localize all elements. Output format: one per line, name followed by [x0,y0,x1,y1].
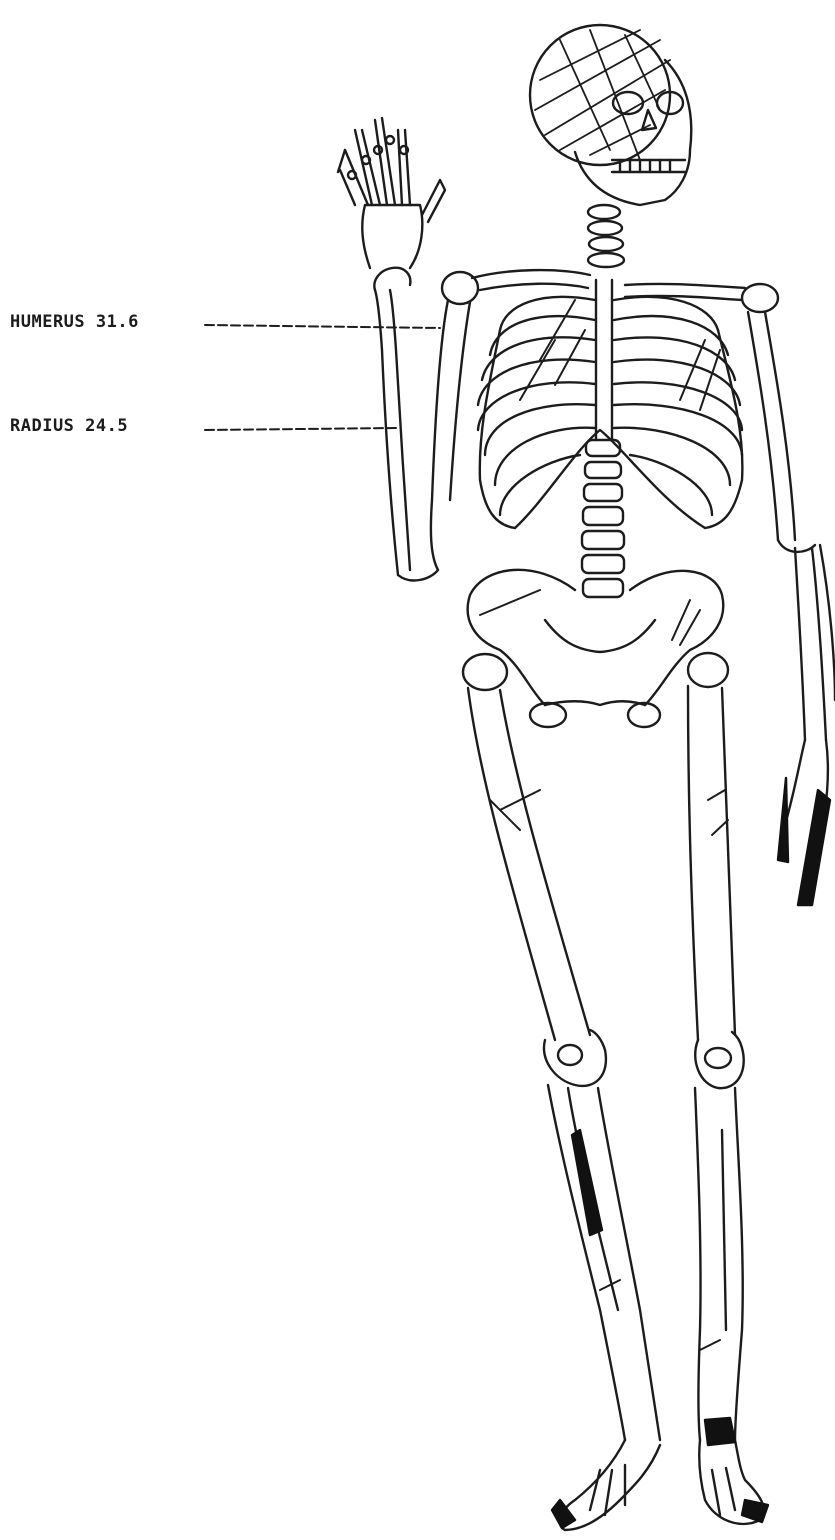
humerus-leader-line [205,325,440,328]
left-arm [338,118,470,580]
left-hand [338,118,445,268]
clavicles [442,270,778,312]
radius-label: RADIUS 24.5 [10,416,128,436]
left-leg [463,654,660,1440]
radius-leader-line [205,428,398,430]
skull [530,25,691,205]
right-arm [748,312,835,905]
humerus-label: HUMERUS 31.6 [10,312,139,332]
pelvis [468,570,724,727]
right-hand [778,740,830,905]
cervical-spine [588,205,624,267]
right-leg [688,653,744,1440]
lumbar-spine [582,440,624,597]
rib-cage [478,280,742,528]
